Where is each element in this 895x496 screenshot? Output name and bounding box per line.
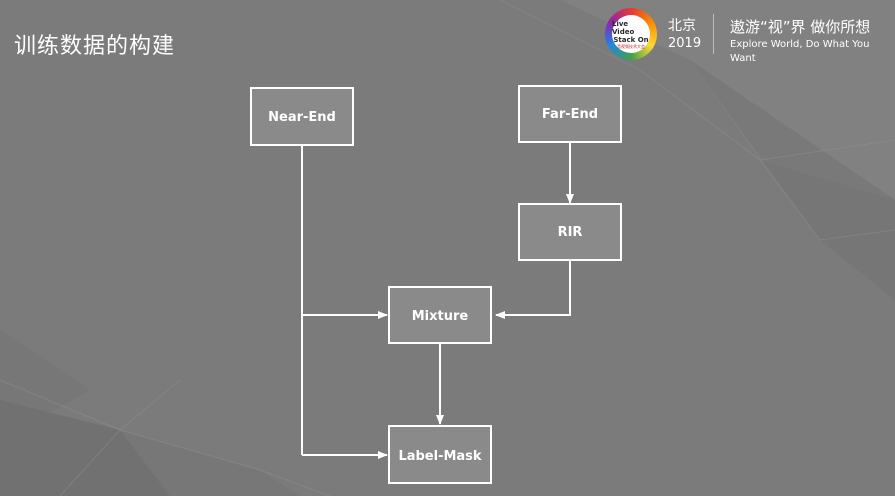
event-location: 北京 2019 — [668, 18, 701, 52]
slogan-chinese: 遨游“视”界 做你所想 — [730, 18, 871, 36]
node-mixture: Mixture — [388, 286, 492, 344]
node-label-mask: Label-Mask — [388, 425, 492, 484]
node-far-end-label: Far-End — [542, 107, 598, 122]
node-rir-label: RIR — [558, 225, 583, 240]
node-mixture-label: Mixture — [412, 309, 469, 324]
logo-text-line2: Stack On — [613, 35, 649, 44]
slogan: 遨游“视”界 做你所想 Explore World, Do What You W… — [730, 18, 895, 66]
edge-rir-to-mixture — [495, 260, 571, 319]
node-far-end: Far-End — [518, 85, 622, 143]
logo-text-line1: Live Video — [612, 19, 635, 36]
node-near-end-label: Near-End — [268, 110, 336, 125]
node-rir: RIR — [518, 203, 622, 261]
conference-logo: Live Video Stack On 音视频技术大会 — [605, 8, 657, 60]
logo-text-line3: 音视频技术大会 — [617, 43, 645, 49]
slide-title: 训练数据的构建 — [14, 34, 176, 59]
header-divider — [713, 14, 714, 54]
node-near-end: Near-End — [250, 87, 354, 146]
node-label-mask-label: Label-Mask — [398, 449, 481, 464]
slogan-english: Explore World, Do What You Want — [730, 39, 870, 64]
city-label: 北京 — [668, 18, 696, 34]
year-label: 2019 — [668, 36, 702, 51]
